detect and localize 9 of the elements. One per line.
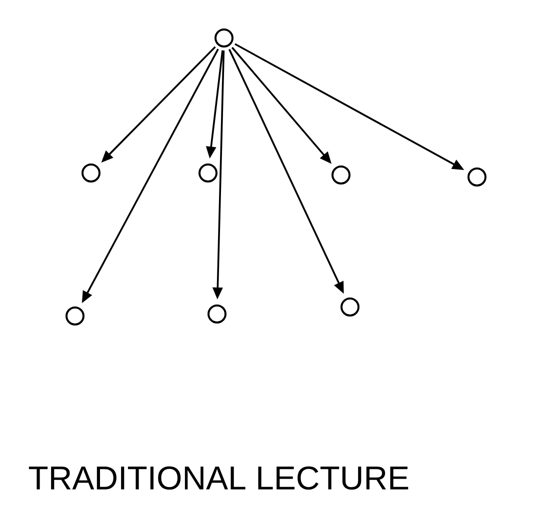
circle-node — [214, 28, 234, 48]
circle-node — [468, 168, 486, 186]
circle-node — [66, 306, 84, 326]
circle-node — [332, 166, 350, 184]
caption: TRADITIONAL LECTURE — [28, 466, 408, 490]
circle-node — [82, 164, 100, 182]
circle-node — [208, 304, 226, 324]
circle-node — [340, 298, 360, 316]
circle-node — [198, 164, 218, 182]
